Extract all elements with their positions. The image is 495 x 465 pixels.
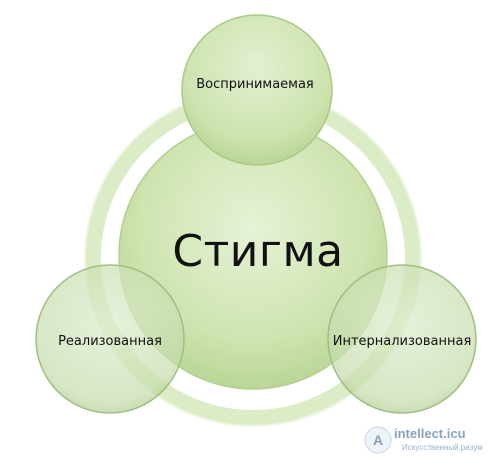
watermark-subtext: Искусственный разум xyxy=(402,443,483,452)
top-circle xyxy=(181,14,333,166)
watermark-logo-icon: A xyxy=(364,426,392,454)
watermark-text: intellect.icu xyxy=(394,426,466,441)
center-label: Стигма xyxy=(172,226,344,277)
watermark: intellect.icu Искусственный разум xyxy=(364,422,492,460)
right-circle xyxy=(327,264,477,414)
top-circle-label: Воспринимаемая xyxy=(196,77,314,92)
right-circle-label: Интернализованная xyxy=(332,334,472,349)
svg-text:A: A xyxy=(373,432,383,448)
left-circle-label: Реализованная xyxy=(58,334,162,349)
left-circle xyxy=(35,264,185,414)
